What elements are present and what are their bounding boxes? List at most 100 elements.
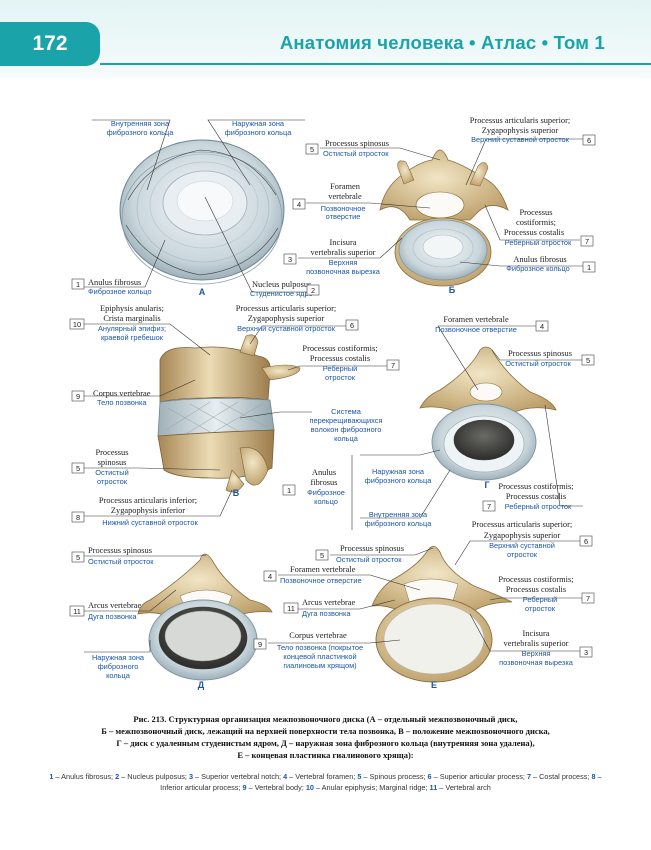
- label-b-anulus-rus: Фиброзное кольцо: [506, 264, 570, 273]
- number-box: [580, 235, 594, 247]
- label-b-incisura-rus2: позвоночная вырезка: [306, 267, 381, 276]
- label-d-spinosus-rus: Остистый отросток: [88, 557, 154, 566]
- label-a-inner-line1: Внутренняя зона: [111, 119, 170, 128]
- label-g-anulus-lat1: Anulus: [312, 468, 336, 477]
- legend-item: 5 – Spinous process;: [357, 772, 426, 781]
- label-v-spinosus-lat1: Processus: [95, 448, 128, 457]
- panel-label-v: В: [233, 488, 240, 498]
- label-g-inner-line2: фиброзного кольца: [365, 519, 433, 528]
- label-a-nucleus-rus: Студенистое ядро: [250, 289, 313, 298]
- label-number: 4: [297, 200, 301, 209]
- label-number: 5: [76, 464, 80, 473]
- number-box: [71, 462, 85, 474]
- label-v-spinosus-lat2: spinosus: [98, 458, 127, 467]
- panel-g-leaders: [351, 325, 583, 530]
- label-d-outer-line2: фиброзного: [98, 662, 139, 671]
- label-v-epiph-lat2: Crista marginalis: [103, 314, 160, 323]
- label-number: 1: [287, 486, 291, 495]
- label-number: 6: [584, 537, 588, 546]
- label-e-costal-lat2: Processus costalis: [506, 585, 566, 594]
- label-b-foramen-lat2: vertebrale: [328, 192, 362, 201]
- label-e-corpus-rus3: гиалиновым хрящом): [283, 661, 356, 670]
- label-g-anulus-lat2: fibrosus: [311, 478, 338, 487]
- panel-label-e: Е: [431, 680, 437, 690]
- label-a-anulus-lat: Anulus fibrosus: [88, 278, 141, 287]
- label-number: 6: [587, 136, 591, 145]
- label-b-costal-rus: Реберный отросток: [505, 238, 572, 247]
- label-v-corpus-lat: Corpus vertebrae: [93, 389, 151, 398]
- caption-line: Г – диск с удаленным студенистым ядром, …: [116, 738, 535, 748]
- label-number: 4: [268, 572, 272, 581]
- label-d-spinosus-lat: Processus spinosus: [88, 546, 152, 555]
- label-e-artsup-rus2: отросток: [507, 550, 538, 559]
- label-v-artinf-lat2: Zygapophysis inferior: [111, 506, 185, 515]
- label-number: 1: [76, 280, 80, 289]
- figure-caption: Рис. 213. Структурная организация межпоз…: [40, 713, 611, 761]
- panel-label-g: Г: [484, 480, 489, 490]
- panel-label-b: Б: [449, 285, 456, 295]
- label-e-incisura-lat1: Incisura: [523, 629, 550, 638]
- label-number: 6: [350, 321, 354, 330]
- label-number: 1: [587, 263, 591, 272]
- number-box: [263, 570, 277, 582]
- number-box: [282, 484, 296, 496]
- label-e-arcus-rus: Дуга позвонка: [302, 609, 351, 618]
- label-v-artinf-rus: Нижний суставной отросток: [102, 518, 198, 527]
- panel-a-illustration: [119, 139, 285, 285]
- label-e-corpus-rus1: Тело позвонка (покрытое: [277, 643, 363, 652]
- legend-item: 6 – Superior articular process;: [427, 772, 525, 781]
- panel-g-illustration: [419, 346, 557, 481]
- legend-item: 3 – Superior vertebral notch;: [188, 772, 282, 781]
- label-d-arcus-lat: Arcus vertebrae: [88, 601, 142, 610]
- label-e-costal-lat1: Processus costiformis;: [498, 575, 573, 584]
- label-e-foramen-lat: Foramen vertebrale: [290, 565, 356, 574]
- label-number: 5: [586, 356, 590, 365]
- number-box: [581, 592, 595, 604]
- label-number: 5: [320, 551, 324, 560]
- number-box: [71, 278, 85, 290]
- panel-v-leaders: [84, 323, 387, 517]
- label-b-incisura-rus1: Верхняя: [329, 258, 358, 267]
- panel-b-illustration: [379, 149, 509, 287]
- label-v-epiph-rus2: краевой гребешок: [101, 333, 164, 342]
- number-box: [69, 318, 85, 330]
- number-box: [579, 646, 593, 658]
- legend-item: 10 – Anular epiphysis; Marginal ridge;: [305, 783, 428, 792]
- label-e-foramen-rus: Позвоночное отверстие: [280, 576, 362, 585]
- label-number: 7: [487, 502, 491, 511]
- header-rule: [100, 63, 651, 65]
- legend: 1 – Anulus fibrosus; 2 – Nucleus pulposu…: [40, 771, 611, 793]
- label-v-system-line4: кольца: [334, 434, 359, 443]
- legend-item: 8 – Inferior articular process;: [160, 772, 602, 792]
- caption-line: Е – концевая пластинка гиалинового хряща…: [237, 750, 414, 760]
- caption-line: Рис. 213. Структурная организация межпоз…: [133, 714, 518, 724]
- label-b-incisura-lat1: Incisura: [330, 238, 357, 247]
- number-box: [386, 359, 400, 371]
- label-b-foramen-rus2: отверстие: [326, 212, 361, 221]
- label-number: 10: [73, 320, 81, 329]
- label-b-incisura-lat2: vertebralis superior: [311, 248, 376, 257]
- number-box: [581, 354, 595, 366]
- label-e-spinosus-lat: Processus spinosus: [340, 544, 404, 553]
- page-header: 172 Анатомия человека • Атлас • Том 1: [0, 0, 651, 78]
- label-v-costal-lat1: Processus costiformis;: [302, 344, 377, 353]
- label-b-artsup-rus: Верхний суставной отросток: [471, 135, 570, 144]
- label-b-costal-lat1: Processus: [519, 208, 552, 217]
- label-v-system-line3: волокон фиброзного: [311, 425, 382, 434]
- number-box: [292, 198, 306, 210]
- label-e-incisura-rus1: Верхняя: [522, 649, 551, 658]
- label-v-epiph-lat1: Epiphysis anularis;: [100, 304, 164, 313]
- legend-item: 7 – Costal process;: [526, 772, 590, 781]
- number-box: [482, 500, 496, 512]
- label-v-costal-lat2: Processus costalis: [310, 354, 370, 363]
- label-number: 8: [76, 513, 80, 522]
- label-b-costal-lat2: costiformis;: [516, 218, 556, 227]
- legend-item: 4 – Vertebral foramen;: [283, 772, 356, 781]
- caption-line: Б – межпозвоночный диск, лежащий на верх…: [101, 726, 550, 736]
- number-box: [535, 320, 549, 332]
- legend-item: 2 – Nucleus pulposus;: [115, 772, 187, 781]
- label-g-foramen-rus: Позвоночное отверстие: [435, 325, 517, 334]
- label-d-outer-line3: кольца: [106, 671, 131, 680]
- label-g-outer-line1: Наружная зона: [372, 467, 425, 476]
- label-number: 9: [258, 640, 262, 649]
